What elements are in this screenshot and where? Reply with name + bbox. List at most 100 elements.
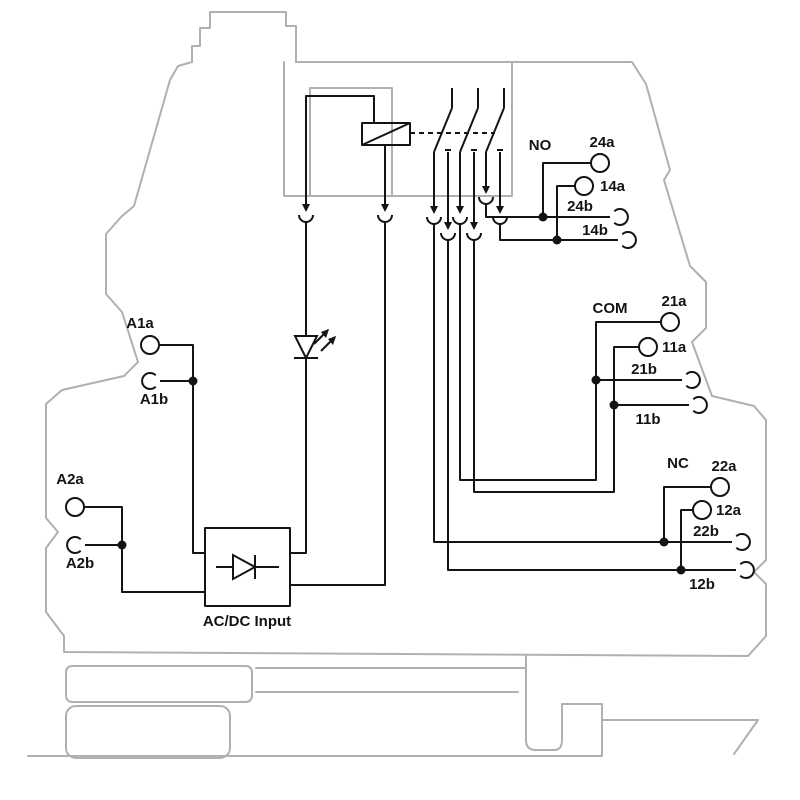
led-emission-arrowhead-1 <box>321 329 329 338</box>
terminal-circle-12a <box>692 500 712 520</box>
terminal-label-21a: 21a <box>661 293 687 310</box>
clamp-cup-icon <box>440 232 456 241</box>
plug-clamp-nc2 <box>440 222 456 241</box>
wire-coil-left-upper <box>305 95 375 204</box>
stub-12a <box>680 509 693 570</box>
plug-clamp-coil-left <box>298 204 314 223</box>
housing-body <box>45 61 767 657</box>
wire-com-11 <box>473 152 689 493</box>
terminal-label-a1a: A1a <box>126 315 154 332</box>
plug-clamp-com1 <box>452 206 468 225</box>
wire-nc-22 <box>433 152 732 543</box>
wire-com-21 <box>459 152 682 481</box>
terminal-label-a1b: A1b <box>140 391 168 408</box>
terminal-label-11b: 11b <box>635 411 660 428</box>
terminal-label-a2a: A2a <box>56 471 84 488</box>
group-label-nc: NC <box>667 455 689 472</box>
plug-clamp-com2 <box>466 222 482 241</box>
wire-no-24 <box>485 152 610 218</box>
clamp-cup-icon <box>478 196 494 205</box>
terminal-label-22a: 22a <box>711 458 737 475</box>
acdc-rectifier: AC/DC Input <box>203 527 291 630</box>
contact-lever-2 <box>459 107 479 153</box>
clamp-cup-icon <box>492 216 508 225</box>
plug-clamp-coil-right <box>377 204 393 223</box>
terminal-clamp-a1b-icon <box>141 372 157 390</box>
wire-a1 <box>159 344 205 554</box>
led-triangle-icon <box>293 335 319 361</box>
terminal-circle-14a <box>574 176 594 196</box>
terminal-label-22b: 22b <box>693 523 719 540</box>
terminal-label-12a: 12a <box>716 502 742 519</box>
terminal-clamp-22b-icon <box>735 533 751 551</box>
terminal-label-a2b: A2b <box>66 555 94 572</box>
terminal-clamp-12b-icon <box>739 561 755 579</box>
din-foot-upper <box>65 665 253 703</box>
terminal-circle-22a <box>710 477 730 497</box>
din-rail-lines <box>255 667 527 693</box>
input-terminals: A1a A1b A2a A2b <box>56 315 168 572</box>
clamp-arrow-icon <box>444 222 452 230</box>
acdc-input-label: AC/DC Input <box>203 613 291 630</box>
clamp-cup-icon <box>426 216 442 225</box>
relay-body-outline <box>309 87 393 197</box>
terminal-label-12b: 12b <box>689 576 715 593</box>
junction-dot <box>188 376 198 386</box>
terminal-clamp-a2b-icon <box>66 536 82 554</box>
terminal-label-24b: 24b <box>567 198 593 215</box>
terminal-circle-11a <box>638 337 658 357</box>
terminal-label-11a: 11a <box>662 339 687 356</box>
clamp-cup-icon <box>298 214 314 223</box>
clamp-arrow-icon <box>302 204 310 212</box>
diode-triangle-icon <box>232 553 258 581</box>
junction-dot <box>609 400 619 410</box>
group-label-com: COM <box>593 300 628 317</box>
wire-led-branch <box>290 222 307 554</box>
terminal-label-14a: 14a <box>600 178 626 195</box>
contact-group-nc: NC 22a 12a 22b 12b <box>667 455 755 593</box>
group-label-no: NO <box>529 137 552 154</box>
stub-14a <box>556 185 575 240</box>
wire-nc-12 <box>447 152 736 571</box>
wire-no-14 <box>499 152 618 241</box>
junction-dot <box>676 565 686 575</box>
clamp-arrow-icon <box>430 206 438 214</box>
terminal-circle-a1a <box>140 335 160 355</box>
terminal-label-21b: 21b <box>631 361 657 378</box>
clamp-arrow-icon <box>470 222 478 230</box>
clamp-arrow-icon <box>381 204 389 212</box>
terminal-clamp-21b-icon <box>685 371 701 389</box>
din-rail-profile <box>27 655 759 757</box>
terminal-label-24a: 24a <box>589 134 615 151</box>
stub-21a <box>595 321 661 380</box>
clamp-cup-icon <box>377 214 393 223</box>
clamp-arrow-icon <box>496 206 504 214</box>
plug-clamp-nc1 <box>426 206 442 225</box>
wiring <box>84 95 736 593</box>
junction-dot <box>659 537 669 547</box>
led-emission-arrowhead-2 <box>328 336 336 345</box>
stub-11a <box>613 346 639 405</box>
module-housing-outline <box>27 11 767 759</box>
terminal-label-14b: 14b <box>582 222 608 239</box>
terminal-circle-21a <box>660 312 680 332</box>
stub-22a <box>663 486 711 542</box>
clamp-arrow-icon <box>482 186 490 194</box>
wire-coil-right <box>290 145 386 586</box>
acdc-box <box>204 527 291 607</box>
clamp-cup-icon <box>452 216 468 225</box>
contact-fixed-stubs <box>451 88 505 108</box>
junction-dot <box>117 540 127 550</box>
clamp-arrow-icon <box>456 206 464 214</box>
relay-coil-diagonal <box>361 122 411 146</box>
junction-dots <box>117 212 686 575</box>
terminal-clamp-11b-icon <box>692 396 708 414</box>
contact-group-com: COM 21a 11a 21b 11b <box>593 293 708 428</box>
plug-clamps <box>298 186 508 241</box>
stub-24a <box>542 162 591 217</box>
junction-dot <box>538 212 548 222</box>
clamp-cup-icon <box>466 232 482 241</box>
relay-assembly <box>361 88 505 153</box>
